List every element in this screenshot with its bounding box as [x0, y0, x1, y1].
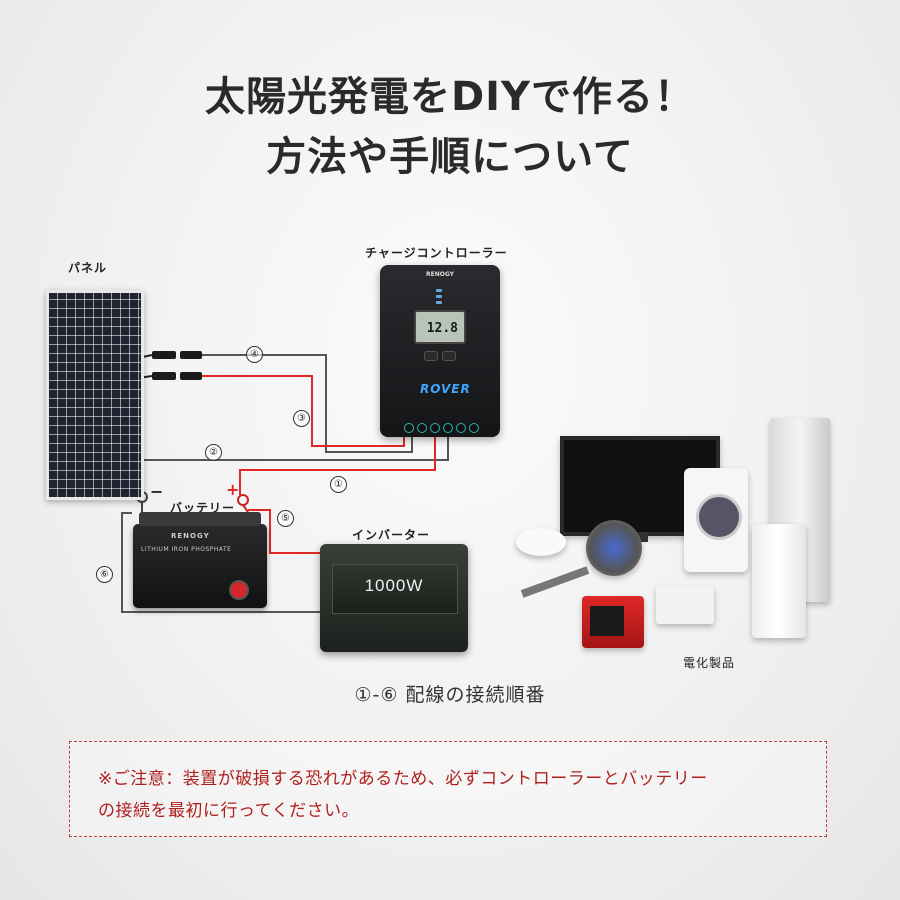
microwave: [582, 596, 644, 648]
minus-sign: −: [150, 482, 165, 501]
washing-machine: [684, 468, 748, 572]
controller-button: [442, 351, 456, 361]
inverter-panel: [332, 564, 458, 614]
wire-number-2: ②: [205, 444, 222, 461]
controller-terminal: [404, 423, 414, 433]
notice-line-2: の接続を最初に行ってください。: [98, 801, 360, 821]
wire-6: [121, 512, 322, 613]
wire-number-4: ④: [246, 346, 263, 363]
controller-label: チャージコントローラー: [365, 246, 508, 260]
battery-label: バッテリー: [170, 501, 236, 515]
panel-connectors: [137, 351, 202, 380]
notice-line-1: ※ご注意：装置が破損する恐れがあるため、必ずコントローラーとバッテリー: [98, 769, 708, 789]
controller-terminal: [430, 423, 440, 433]
controller-terminal: [443, 423, 453, 433]
wire-number-6: ⑥: [96, 566, 113, 583]
solar-panel: [46, 290, 144, 500]
plus-sign: +: [226, 480, 241, 499]
page-title-line2: 方法や手順について: [266, 134, 634, 180]
wire-1: [239, 430, 436, 495]
wire-4: [202, 354, 413, 453]
controller-button: [424, 351, 438, 361]
wire-5: [248, 509, 322, 554]
inverter: 1000W: [320, 544, 468, 652]
wire-2: [141, 430, 449, 492]
led-indicator: [436, 301, 442, 304]
wire-3: [202, 375, 405, 447]
controller-terminal: [469, 423, 479, 433]
controller-lcd: 12.8: [414, 310, 466, 344]
vacuum-cleaner: [586, 520, 642, 576]
microwave-window: [590, 606, 624, 636]
wiring-order-caption: ①-⑥ 配線の接続順番: [354, 684, 546, 706]
wire-number-5: ⑤: [277, 510, 294, 527]
washer-door: [696, 494, 742, 540]
battery-switch: [229, 580, 249, 600]
controller-model: ROVER: [420, 382, 471, 396]
inverter-wattage: 1000W: [364, 576, 424, 595]
led-indicator: [436, 289, 442, 292]
robot-lamp: [516, 528, 566, 556]
notice-box: ※ご注意：装置が破損する恐れがあるため、必ずコントローラーとバッテリー の接続を…: [69, 741, 827, 837]
printer: [656, 586, 714, 624]
wire-number-1: ①: [330, 476, 347, 493]
appliances-label: 電化製品: [683, 656, 736, 670]
controller-terminal: [417, 423, 427, 433]
battery-type-text: LITHIUM IRON PHOSPHATE: [141, 546, 232, 553]
wire-number-3: ③: [293, 410, 310, 427]
charge-controller: RENOGY 12.8 ROVER: [380, 265, 500, 437]
panel-label: パネル: [68, 261, 108, 275]
inverter-label: インバーター: [352, 528, 431, 542]
air-purifier: [752, 524, 806, 638]
controller-brand: RENOGY: [426, 271, 454, 278]
battery-lid: [139, 512, 261, 526]
page-title-line1: 太陽光発電をDIYで作る！: [204, 74, 696, 120]
controller-terminal: [456, 423, 466, 433]
battery: RENOGY LITHIUM IRON PHOSPHATE: [133, 512, 267, 608]
battery-brand: RENOGY: [171, 532, 210, 540]
led-indicator: [436, 295, 442, 298]
